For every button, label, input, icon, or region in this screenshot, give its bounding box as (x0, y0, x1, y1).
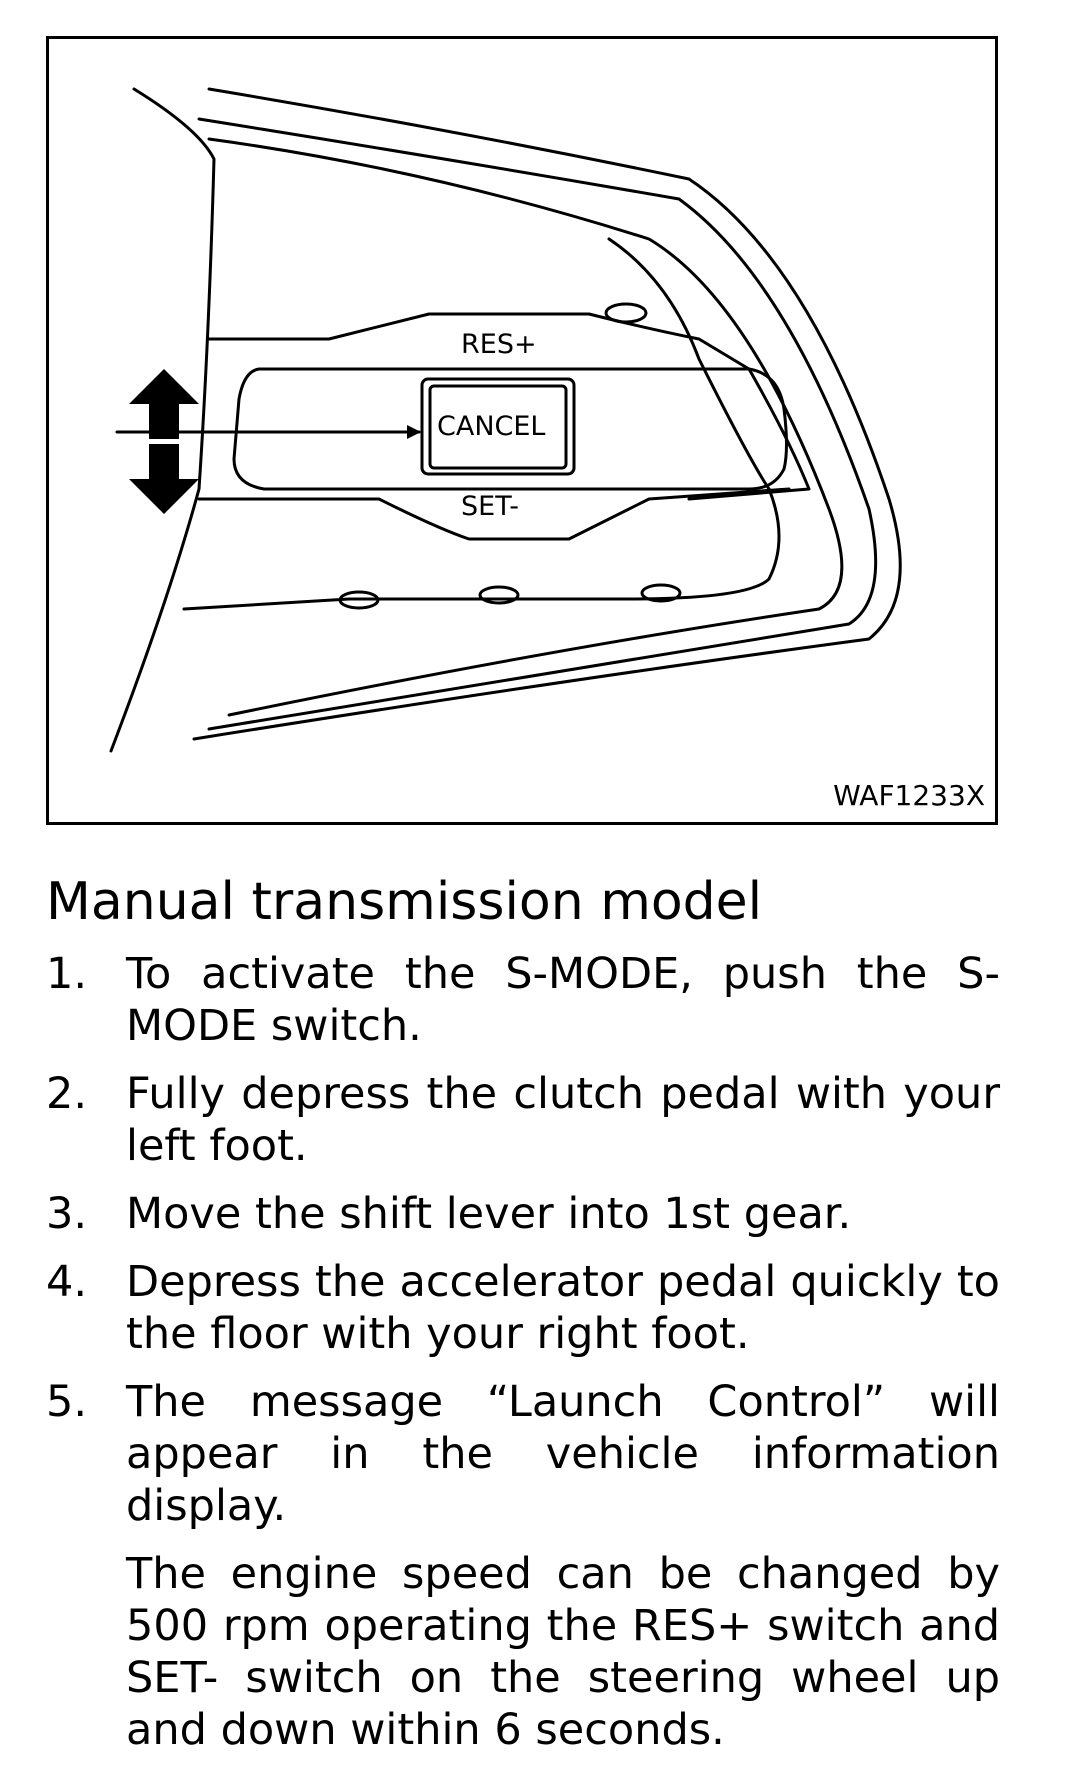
step-number: 2. (46, 1069, 88, 1119)
res-plus-label: RES+ (461, 329, 537, 360)
step-number: 3. (46, 1189, 88, 1239)
step-text: Depress the accelerator pedal quickly to… (126, 1257, 1000, 1359)
spoke-right-curve (607, 237, 771, 491)
step-number: 5. (46, 1377, 88, 1427)
list-item: 4. Depress the accelerator pedal quickly… (46, 1256, 1000, 1360)
list-item: 5. The message “Launch Control” will app… (46, 1376, 1000, 1756)
step-number: 1. (46, 949, 88, 999)
cancel-label: CANCEL (437, 411, 546, 442)
wheel-rim-mid (197, 117, 878, 731)
step-note: The engine speed can be changed by 500 r… (126, 1549, 1000, 1755)
spoke-lower-outline (197, 487, 791, 541)
switch-panel (232, 367, 788, 491)
set-minus-label: SET- (461, 491, 519, 522)
wheel-rim-outer (192, 87, 902, 741)
list-item: 1. To activate the S-MODE, push the S-MO… (46, 948, 1000, 1052)
cancel-button-outline (420, 377, 576, 476)
section-title: Manual transmission model (46, 872, 763, 932)
list-item: 2. Fully depress the clutch pedal with y… (46, 1068, 1000, 1172)
step-text: Fully depress the clutch pedal with your… (126, 1069, 1000, 1171)
steering-wheel-illustration (109, 87, 902, 753)
step-text: To activate the S-MODE, push the S-MODE … (126, 949, 1000, 1051)
wheel-rim-inner (207, 137, 844, 717)
steering-switch-figure: RES+ CANCEL SET- WAF1233X (46, 36, 998, 825)
step-text: Move the shift lever into 1st gear. (126, 1189, 852, 1239)
spoke-bottom-outline (182, 487, 781, 611)
list-item: 3. Move the shift lever into 1st gear. (46, 1188, 1000, 1240)
wheel-left-edge (109, 87, 216, 753)
step-text: The message “Launch Control” will appear… (126, 1377, 1000, 1531)
up-down-arrows-icon (129, 369, 199, 514)
steps-list: 1. To activate the S-MODE, push the S-MO… (46, 948, 1000, 1772)
step-number: 4. (46, 1257, 88, 1307)
figure-id: WAF1233X (833, 779, 985, 812)
